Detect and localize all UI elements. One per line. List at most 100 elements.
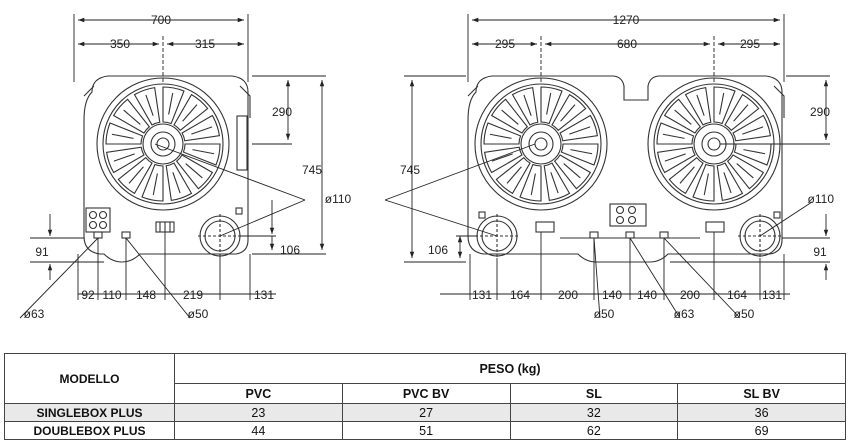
doublebox-dimensions	[384, 14, 830, 319]
wheel-rib	[742, 126, 764, 135]
wheel-segment	[724, 93, 760, 132]
doublebox-panel	[609, 203, 647, 227]
wheel-segment	[490, 98, 529, 134]
single-dim-dia110: ø110	[325, 192, 352, 206]
double-dim-1270: 1270	[613, 13, 640, 27]
singlebox-drawing	[83, 75, 251, 263]
double-dim-106: 106	[428, 243, 448, 257]
wheel-segment	[543, 162, 571, 202]
wheel-segment	[112, 98, 151, 134]
wheel-rib	[145, 94, 154, 116]
weight-table: MODELLO PESO (kg) PVC PVC BV SL SL BV SI…	[4, 353, 846, 440]
single-dim-700: 700	[151, 13, 171, 27]
single-dim-bottom-1: 110	[102, 288, 121, 302]
wheel-rib	[569, 126, 591, 135]
wheel-rib	[111, 133, 134, 139]
wheel-segment	[553, 154, 592, 190]
wheel-rib	[570, 149, 593, 155]
double-dim-bottom-5: 200	[680, 288, 700, 302]
wheel-segment	[733, 143, 772, 166]
doublebox-spokes-left	[483, 86, 599, 202]
wheel-segment	[105, 122, 144, 145]
double-dim-dia110: ø110	[808, 192, 835, 206]
wheel-segment	[182, 143, 221, 166]
wheel-rib	[182, 104, 198, 122]
table-row: DOUBLEBOX PLUS 44 51 62 69	[4, 421, 846, 440]
col-pvc: PVC	[174, 383, 343, 404]
double-dim-bottom-6: 164	[727, 288, 747, 302]
technical-drawing: 700 350 315 290 745 106 91 92 110 148 21…	[19, 13, 835, 321]
wheel-rib	[489, 133, 512, 139]
wheel-rib	[743, 149, 766, 155]
wheel-segment	[165, 162, 193, 202]
double-dim-dia63: ø63	[674, 307, 695, 321]
wheel-segment	[483, 146, 523, 174]
wheel-rib	[563, 163, 581, 179]
double-dim-bottom-7: 131	[762, 288, 782, 302]
double-dim-91: 91	[813, 245, 827, 259]
wheel-segment	[519, 163, 542, 202]
single-dim-745: 745	[302, 163, 322, 177]
row-value: 51	[341, 421, 511, 440]
singlebox-spokes	[105, 86, 221, 202]
col-sl: SL	[509, 383, 679, 404]
wheel-segment	[559, 114, 599, 142]
double-dim-295-right: 295	[740, 37, 760, 51]
double-dim-bottom-3: 140	[602, 288, 622, 302]
wheel-segment	[692, 163, 715, 202]
single-dim-bottom-4: 131	[254, 288, 274, 302]
wheel-segment	[105, 146, 145, 174]
row-value: 44	[174, 421, 343, 440]
wheel-rib	[192, 149, 215, 155]
wheel-segment	[540, 86, 563, 125]
doublebox-spokes-right	[656, 86, 772, 202]
wheel-segment	[551, 93, 587, 132]
single-dim-315: 315	[195, 37, 215, 51]
wheel-segment	[684, 86, 712, 126]
wheel-segment	[716, 162, 744, 202]
wheel-segment	[656, 146, 696, 174]
wheel-segment	[133, 86, 161, 126]
single-dim-bottom-3: 219	[183, 288, 203, 302]
wheel-segment	[726, 154, 765, 190]
single-dim-350: 350	[110, 37, 130, 51]
row-value: 69	[677, 421, 846, 440]
wheel-rib	[506, 166, 522, 184]
double-dim-290: 290	[810, 105, 830, 119]
double-dim-745: 745	[400, 163, 420, 177]
wheel-segment	[732, 114, 772, 142]
wheel-rib	[662, 133, 685, 139]
wheel-segment	[495, 156, 531, 195]
wheel-rib	[501, 109, 519, 125]
wheel-rib	[185, 163, 203, 179]
wheel-rib	[560, 104, 576, 122]
singlebox-dimensions	[19, 14, 326, 319]
wheel-segment	[560, 143, 599, 166]
wheel-rib	[168, 92, 174, 115]
wheel-rib	[152, 173, 158, 196]
doublebox-outline	[467, 75, 783, 263]
wheel-rib	[123, 109, 141, 125]
col-sl-bv: SL BV	[677, 383, 846, 404]
wheel-rib	[550, 172, 559, 194]
table-row: SINGLEBOX PLUS 23 27 32 36	[4, 403, 846, 422]
wheel-segment	[511, 86, 539, 126]
wheel-rib	[523, 94, 532, 116]
col-pvc-bv: PVC BV	[341, 383, 511, 404]
double-dim-bottom-0: 131	[472, 288, 492, 302]
doublebox-drawing	[467, 75, 785, 263]
double-dim-bottom-4: 140	[637, 288, 657, 302]
wheel-rib	[128, 166, 144, 184]
single-dim-91: 91	[35, 245, 49, 259]
wheel-rib	[491, 153, 513, 162]
wheel-rib	[674, 109, 692, 125]
wheel-rib	[696, 94, 705, 116]
row-value: 36	[677, 403, 846, 422]
singlebox-panel	[85, 207, 111, 233]
singlebox-labels: 700 350 315 290 745 106 91 92 110 148 21…	[24, 13, 352, 321]
wheel-segment	[173, 93, 209, 132]
wheel-rib	[679, 166, 695, 184]
wheel-rib	[719, 92, 725, 115]
wheel-segment	[175, 154, 214, 190]
wheel-segment	[483, 122, 522, 145]
